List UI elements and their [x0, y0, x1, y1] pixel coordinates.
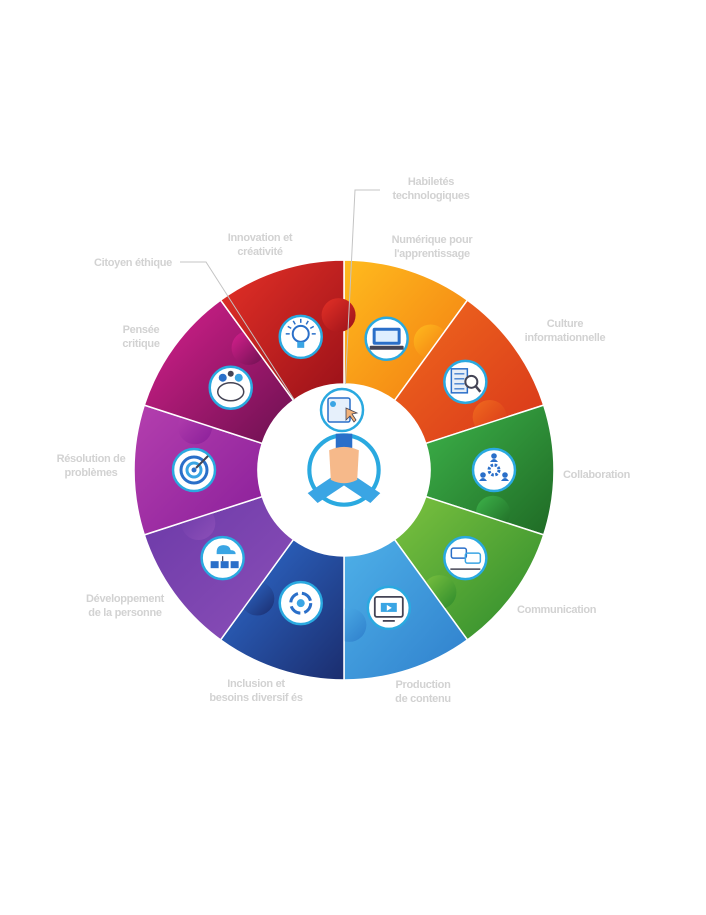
video-screen-icon [366, 585, 412, 631]
brain-question-icon [208, 365, 253, 410]
tablet-touch-icon [319, 387, 365, 433]
segment-icons [171, 314, 517, 631]
network-cloud-icon [200, 535, 245, 581]
lightbulb-icon [278, 314, 323, 360]
target-icon [171, 447, 217, 493]
document-search-icon [443, 359, 488, 405]
label-collaboration: Collaboration [563, 469, 630, 481]
hands-together-icon [307, 433, 381, 507]
label-communication: Communication [517, 604, 597, 616]
puzzle-knob-innovation [321, 298, 356, 333]
team-gear-icon [471, 447, 517, 493]
leader-citoyen [180, 261, 321, 441]
laptop-screen-icon [364, 316, 409, 362]
recycle-arrows-icon [278, 580, 323, 626]
chat-bubbles-icon [443, 535, 488, 581]
label-citoyen: Citoyen éthique [93, 257, 172, 269]
leader-lines [180, 189, 380, 441]
leader-habiletes [343, 189, 380, 413]
wheel-segments [133, 259, 555, 681]
